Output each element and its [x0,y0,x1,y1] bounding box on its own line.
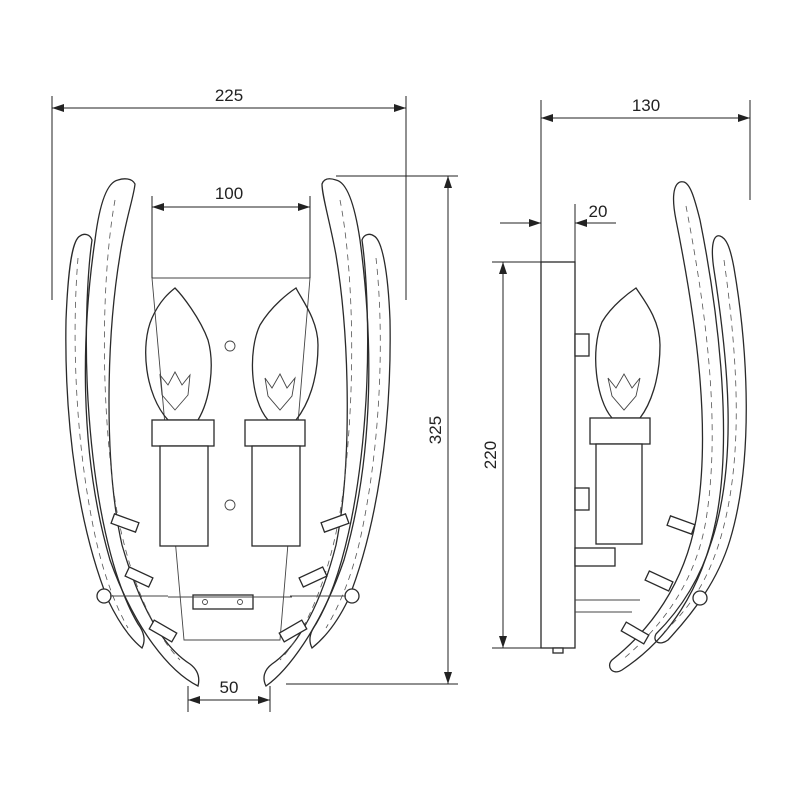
mount-hole-top [224,340,236,352]
left-clamps [96,513,178,643]
side-arms [608,181,747,673]
dim-label-overall-width: 225 [215,86,243,105]
bottom-bracket [192,594,254,610]
dimension-lines [51,96,751,712]
dim-label-bottom-gap: 50 [220,678,239,697]
right-bulb [244,287,319,547]
right-clamps [278,513,360,643]
left-bulb [145,287,215,547]
right-inner-arm [309,233,391,650]
side-view [540,181,747,673]
dim-label-height: 325 [426,416,445,444]
mount-hole-bottom [224,499,236,511]
dim-label-bulb-spacing: 100 [215,184,243,203]
side-wall-plate [540,261,576,649]
front-view [65,178,391,687]
left-inner-arm [65,233,145,650]
dim-label-depth: 130 [632,96,660,115]
dim-label-plate-height: 220 [481,441,500,469]
dim-label-plate-thickness: 20 [589,202,608,221]
side-bulb [574,287,661,613]
right-outer-arm [263,178,370,687]
